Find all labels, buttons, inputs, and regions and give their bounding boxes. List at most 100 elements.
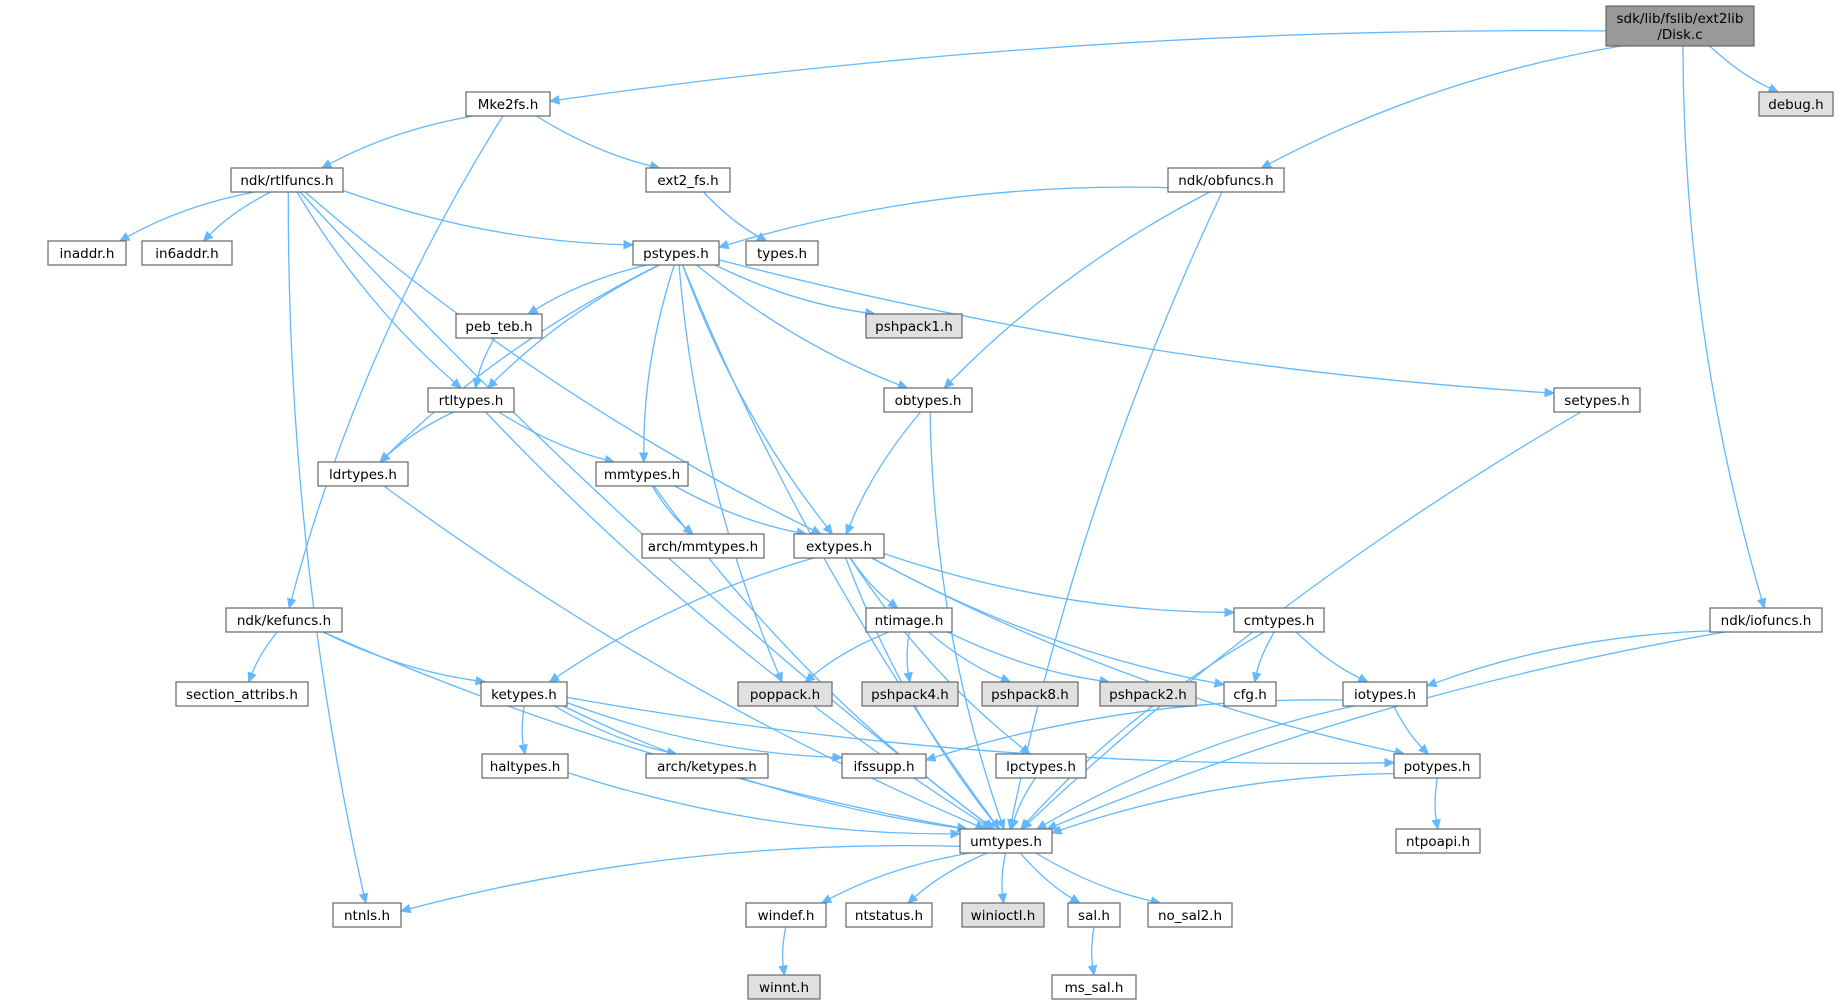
node-label: pshpack8.h (991, 687, 1069, 703)
node-rtltypes[interactable]: rtltypes.h (427, 387, 515, 413)
node-ntimage[interactable]: ntimage.h (865, 607, 953, 633)
node-pstypes[interactable]: pstypes.h (632, 240, 720, 266)
edge-arrowhead (1252, 671, 1262, 684)
node-cfg[interactable]: cfg.h (1223, 681, 1277, 707)
node-label: setypes.h (1564, 393, 1629, 409)
node-ndk-kefuncs[interactable]: ndk/kefuncs.h (225, 607, 343, 633)
edge-arrowhead (1087, 964, 1098, 977)
node-section-attribs[interactable]: section_attribs.h (175, 681, 309, 707)
node-sal[interactable]: sal.h (1067, 902, 1121, 928)
node-ketypes[interactable]: ketypes.h (480, 681, 568, 707)
node-box (1099, 681, 1197, 707)
edge-ndk-rtlfuncs-to-inaddr (127, 191, 255, 238)
node-mke2fs[interactable]: Mke2fs.h (465, 91, 551, 117)
node-label: in6addr.h (155, 246, 218, 262)
node-pshpack4: pshpack4.h (861, 681, 959, 707)
edge-potypes-to-ntpoapi (1434, 777, 1438, 821)
node-ndk-obfuncs[interactable]: ndk/obfuncs.h (1167, 167, 1285, 193)
node-box (1605, 5, 1755, 47)
node-arch-mmtypes[interactable]: arch/mmtypes.h (641, 533, 765, 559)
edge-pstypes-to-setypes (718, 259, 1546, 394)
edge-ndk-obfuncs-to-obtypes (950, 191, 1210, 383)
node-ntnls[interactable]: ntnls.h (332, 902, 402, 928)
node-in6addr[interactable]: in6addr.h (141, 240, 233, 266)
edge-extypes-to-ketypes (556, 557, 814, 678)
edge-arrowhead (358, 892, 369, 905)
edge-pstypes-to-peb-teb (535, 264, 648, 310)
edge-ndk-rtlfuncs-to-pstypes (342, 189, 625, 246)
node-potypes[interactable]: potypes.h (1393, 753, 1481, 779)
node-ntpoapi[interactable]: ntpoapi.h (1395, 828, 1481, 854)
edge-extypes-to-cmtypes (883, 552, 1226, 614)
edge-arrowhead (548, 95, 561, 105)
edge-arrowhead (379, 451, 391, 463)
node-ndk-iofuncs[interactable]: ndk/iofuncs.h (1709, 607, 1823, 633)
node-windef[interactable]: windef.h (745, 902, 827, 928)
edge-arrowhead (832, 752, 844, 762)
node-obtypes[interactable]: obtypes.h (883, 387, 973, 413)
node-box (861, 681, 959, 707)
node-label: ntstatus.h (855, 908, 923, 924)
node-ntstatus[interactable]: ntstatus.h (845, 902, 933, 928)
node-box (845, 902, 933, 928)
node-ndk-rtlfuncs[interactable]: ndk/rtlfuncs.h (230, 167, 344, 193)
edge-potypes-to-umtypes (1060, 772, 1395, 831)
node-inaddr[interactable]: inaddr.h (47, 240, 127, 266)
node-pshpack8: pshpack8.h (981, 681, 1079, 707)
node-ifssupp[interactable]: ifssupp.h (841, 753, 927, 779)
edge-extypes-to-lpctypes (849, 557, 1024, 749)
node-umtypes[interactable]: umtypes.h (959, 828, 1053, 854)
node-disk-c[interactable]: sdk/lib/fslib/ext2lib/Disk.c (1605, 5, 1755, 47)
edge-pstypes-to-ldrtypes (385, 264, 660, 457)
edge-arrowhead (1544, 387, 1556, 398)
node-box (632, 240, 720, 266)
node-box (225, 607, 343, 633)
edge-arrowhead (810, 525, 823, 535)
node-poppack: poppack.h (737, 681, 833, 707)
edge-ketypes-to-arch-ketypes (554, 705, 668, 753)
edge-disk-c-to-debug (1709, 45, 1771, 89)
node-mmtypes[interactable]: mmtypes.h (595, 461, 689, 487)
node-iotypes[interactable]: iotypes.h (1342, 681, 1428, 707)
node-ext2-fs[interactable]: ext2_fs.h (645, 167, 731, 193)
node-no-sal2[interactable]: no_sal2.h (1147, 902, 1233, 928)
node-types[interactable]: types.h (745, 240, 819, 266)
node-box (645, 167, 731, 193)
node-lpctypes[interactable]: lpctypes.h (995, 753, 1087, 779)
node-ms-sal[interactable]: ms_sal.h (1051, 974, 1137, 1000)
edge-ndk-obfuncs-to-umtypes (1011, 191, 1223, 821)
edge-ndk-rtlfuncs-to-umtypes (299, 191, 987, 825)
edge-ndk-rtlfuncs-to-ntnls (287, 191, 365, 895)
node-label: ldrtypes.h (329, 467, 397, 483)
edge-arrowhead (518, 743, 528, 756)
node-haltypes[interactable]: haltypes.h (481, 753, 569, 779)
node-box (317, 461, 409, 487)
edge-arrowhead (472, 377, 483, 390)
node-box (1393, 753, 1481, 779)
node-ldrtypes[interactable]: ldrtypes.h (317, 461, 409, 487)
node-debug: debug.h (1758, 91, 1834, 117)
node-setypes[interactable]: setypes.h (1553, 387, 1641, 413)
edge-umtypes-to-ntnls (409, 844, 961, 910)
node-box (141, 240, 233, 266)
edge-disk-c-to-mke2fs (558, 29, 1607, 101)
edge-ndk-rtlfuncs-to-extypes (304, 191, 814, 531)
node-label: arch/mmtypes.h (648, 539, 758, 555)
node-extypes[interactable]: extypes.h (793, 533, 885, 559)
edge-arrowhead (118, 232, 131, 242)
edge-arrowhead (717, 240, 730, 250)
edge-arrowhead (996, 818, 1006, 831)
node-label: cfg.h (1233, 687, 1267, 703)
node-box (175, 681, 309, 707)
node-box (645, 753, 769, 779)
node-winioctl: winioctl.h (961, 902, 1045, 928)
node-label: obtypes.h (895, 393, 962, 409)
edge-arrowhead (202, 230, 214, 242)
edge-ndk-kefuncs-to-ketypes (322, 631, 477, 682)
edge-ketypes-to-ifssupp (566, 701, 834, 758)
edge-arrowhead (943, 377, 955, 389)
node-cmtypes[interactable]: cmtypes.h (1233, 607, 1325, 633)
node-arch-ketypes[interactable]: arch/ketypes.h (645, 753, 769, 779)
edge-arrowhead (1767, 83, 1780, 93)
node-peb-teb[interactable]: peb_teb.h (455, 313, 543, 339)
